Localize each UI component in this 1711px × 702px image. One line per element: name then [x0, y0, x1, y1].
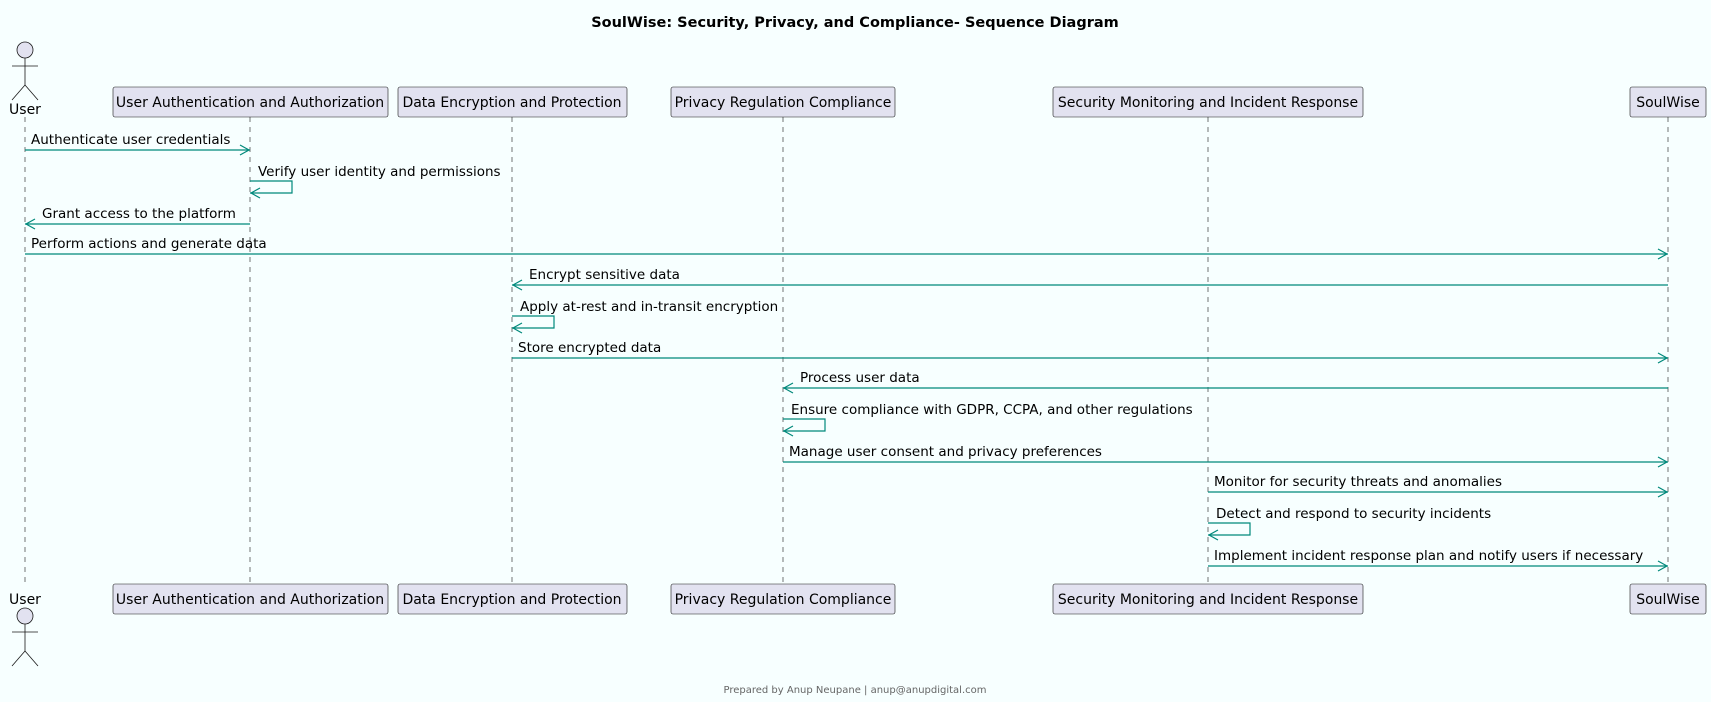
message-label: Verify user identity and permissions [258, 164, 501, 180]
participant-box [397, 86, 628, 118]
participant-box [1629, 583, 1707, 615]
participant-box [1052, 583, 1364, 615]
participant-box [670, 583, 896, 615]
participant-box [1052, 86, 1364, 118]
participant-label-soul: SoulWise [1636, 592, 1700, 608]
diagram-title: SoulWise: Security, Privacy, and Complia… [591, 15, 1119, 31]
participant-label-priv: Privacy Regulation Compliance [675, 95, 892, 111]
arrowhead [511, 322, 523, 334]
message-label: Monitor for security threats and anomali… [1214, 474, 1502, 490]
arrowhead [1657, 486, 1669, 498]
participant-auth-bottom: User Authentication and Authorization [112, 583, 389, 615]
message-9: Ensure compliance with GDPR, CCPA, and o… [782, 402, 1193, 437]
message-4: Perform actions and generate data [25, 236, 1669, 260]
participant-label-enc: Data Encryption and Protection [402, 95, 621, 111]
actor-bottom: User [9, 592, 41, 667]
participant-label-auth: User Authentication and Authorization [116, 592, 384, 608]
message-label: Store encrypted data [518, 340, 661, 356]
arrowhead [1657, 248, 1669, 260]
message-8: Process user data [782, 370, 1668, 394]
arrowhead [511, 279, 523, 291]
participants-bottom: User User Authentication and Authorizatio… [9, 583, 1707, 667]
participant-auth-top: User Authentication and Authorization [112, 86, 389, 118]
arrowhead [1657, 560, 1669, 572]
message-label: Apply at-rest and in-transit encryption [520, 299, 778, 315]
participant-box [1629, 86, 1707, 118]
self-message-arrow [783, 418, 826, 432]
participant-enc-bottom: Data Encryption and Protection [397, 583, 628, 615]
participant-priv-bottom: Privacy Regulation Compliance [670, 583, 896, 615]
participant-box [112, 86, 389, 118]
self-message-arrow [250, 180, 293, 194]
participant-enc-top: Data Encryption and Protection [397, 86, 628, 118]
participants-top: User User Authentication and Authorizatio… [9, 41, 1707, 118]
message-5: Encrypt sensitive data [511, 267, 1668, 291]
lifelines [24, 117, 1669, 584]
participant-label-auth: User Authentication and Authorization [116, 95, 384, 111]
arrowhead [782, 425, 794, 437]
self-message-arrow [1208, 522, 1251, 536]
message-10: Manage user consent and privacy preferen… [783, 444, 1669, 468]
participant-label-soul: SoulWise [1636, 95, 1700, 111]
arrowhead [249, 187, 261, 199]
message-1: Authenticate user credentials [25, 132, 251, 156]
message-6: Apply at-rest and in-transit encryption [511, 299, 778, 334]
user-actor-icon [11, 41, 39, 101]
footer: Prepared by Anup Neupane | anup@anupdigi… [723, 685, 986, 696]
arrowhead [1207, 529, 1219, 541]
actor-top: User [9, 41, 41, 118]
participant-box [397, 583, 628, 615]
arrowhead [239, 144, 251, 156]
message-label: Grant access to the platform [42, 206, 236, 222]
participant-label-enc: Data Encryption and Protection [402, 592, 621, 608]
participant-label-sec: Security Monitoring and Incident Respons… [1058, 95, 1358, 111]
message-11: Monitor for security threats and anomali… [1208, 474, 1669, 498]
message-label: Process user data [800, 370, 920, 386]
participant-label-sec: Security Monitoring and Incident Respons… [1058, 592, 1358, 608]
arrowhead [1657, 456, 1669, 468]
participant-priv-top: Privacy Regulation Compliance [670, 86, 896, 118]
arrowhead [1657, 352, 1669, 364]
participant-soul-top: SoulWise [1629, 86, 1707, 118]
message-label: Detect and respond to security incidents [1216, 506, 1491, 522]
message-label: Implement incident response plan and not… [1214, 548, 1643, 564]
message-label: Encrypt sensitive data [529, 267, 680, 283]
message-13: Implement incident response plan and not… [1208, 548, 1669, 572]
message-2: Verify user identity and permissions [249, 164, 501, 199]
participant-sec-top: Security Monitoring and Incident Respons… [1052, 86, 1364, 118]
participant-box [670, 86, 896, 118]
message-label: Authenticate user credentials [31, 132, 230, 148]
participant-soul-bottom: SoulWise [1629, 583, 1707, 615]
message-label: Ensure compliance with GDPR, CCPA, and o… [791, 402, 1193, 418]
message-label: Perform actions and generate data [31, 236, 267, 252]
message-7: Store encrypted data [512, 340, 1669, 364]
participant-sec-bottom: Security Monitoring and Incident Respons… [1052, 583, 1364, 615]
participant-label-user: User [9, 592, 41, 608]
arrowhead [782, 382, 794, 394]
arrowhead [24, 218, 36, 230]
message-12: Detect and respond to security incidents [1207, 506, 1491, 541]
participant-box [112, 583, 389, 615]
message-label: Manage user consent and privacy preferen… [789, 444, 1102, 460]
participant-label-priv: Privacy Regulation Compliance [675, 592, 892, 608]
message-3: Grant access to the platform [24, 206, 250, 230]
self-message-arrow [512, 315, 555, 329]
participant-label-user: User [9, 102, 41, 118]
user-actor-icon [11, 607, 39, 667]
